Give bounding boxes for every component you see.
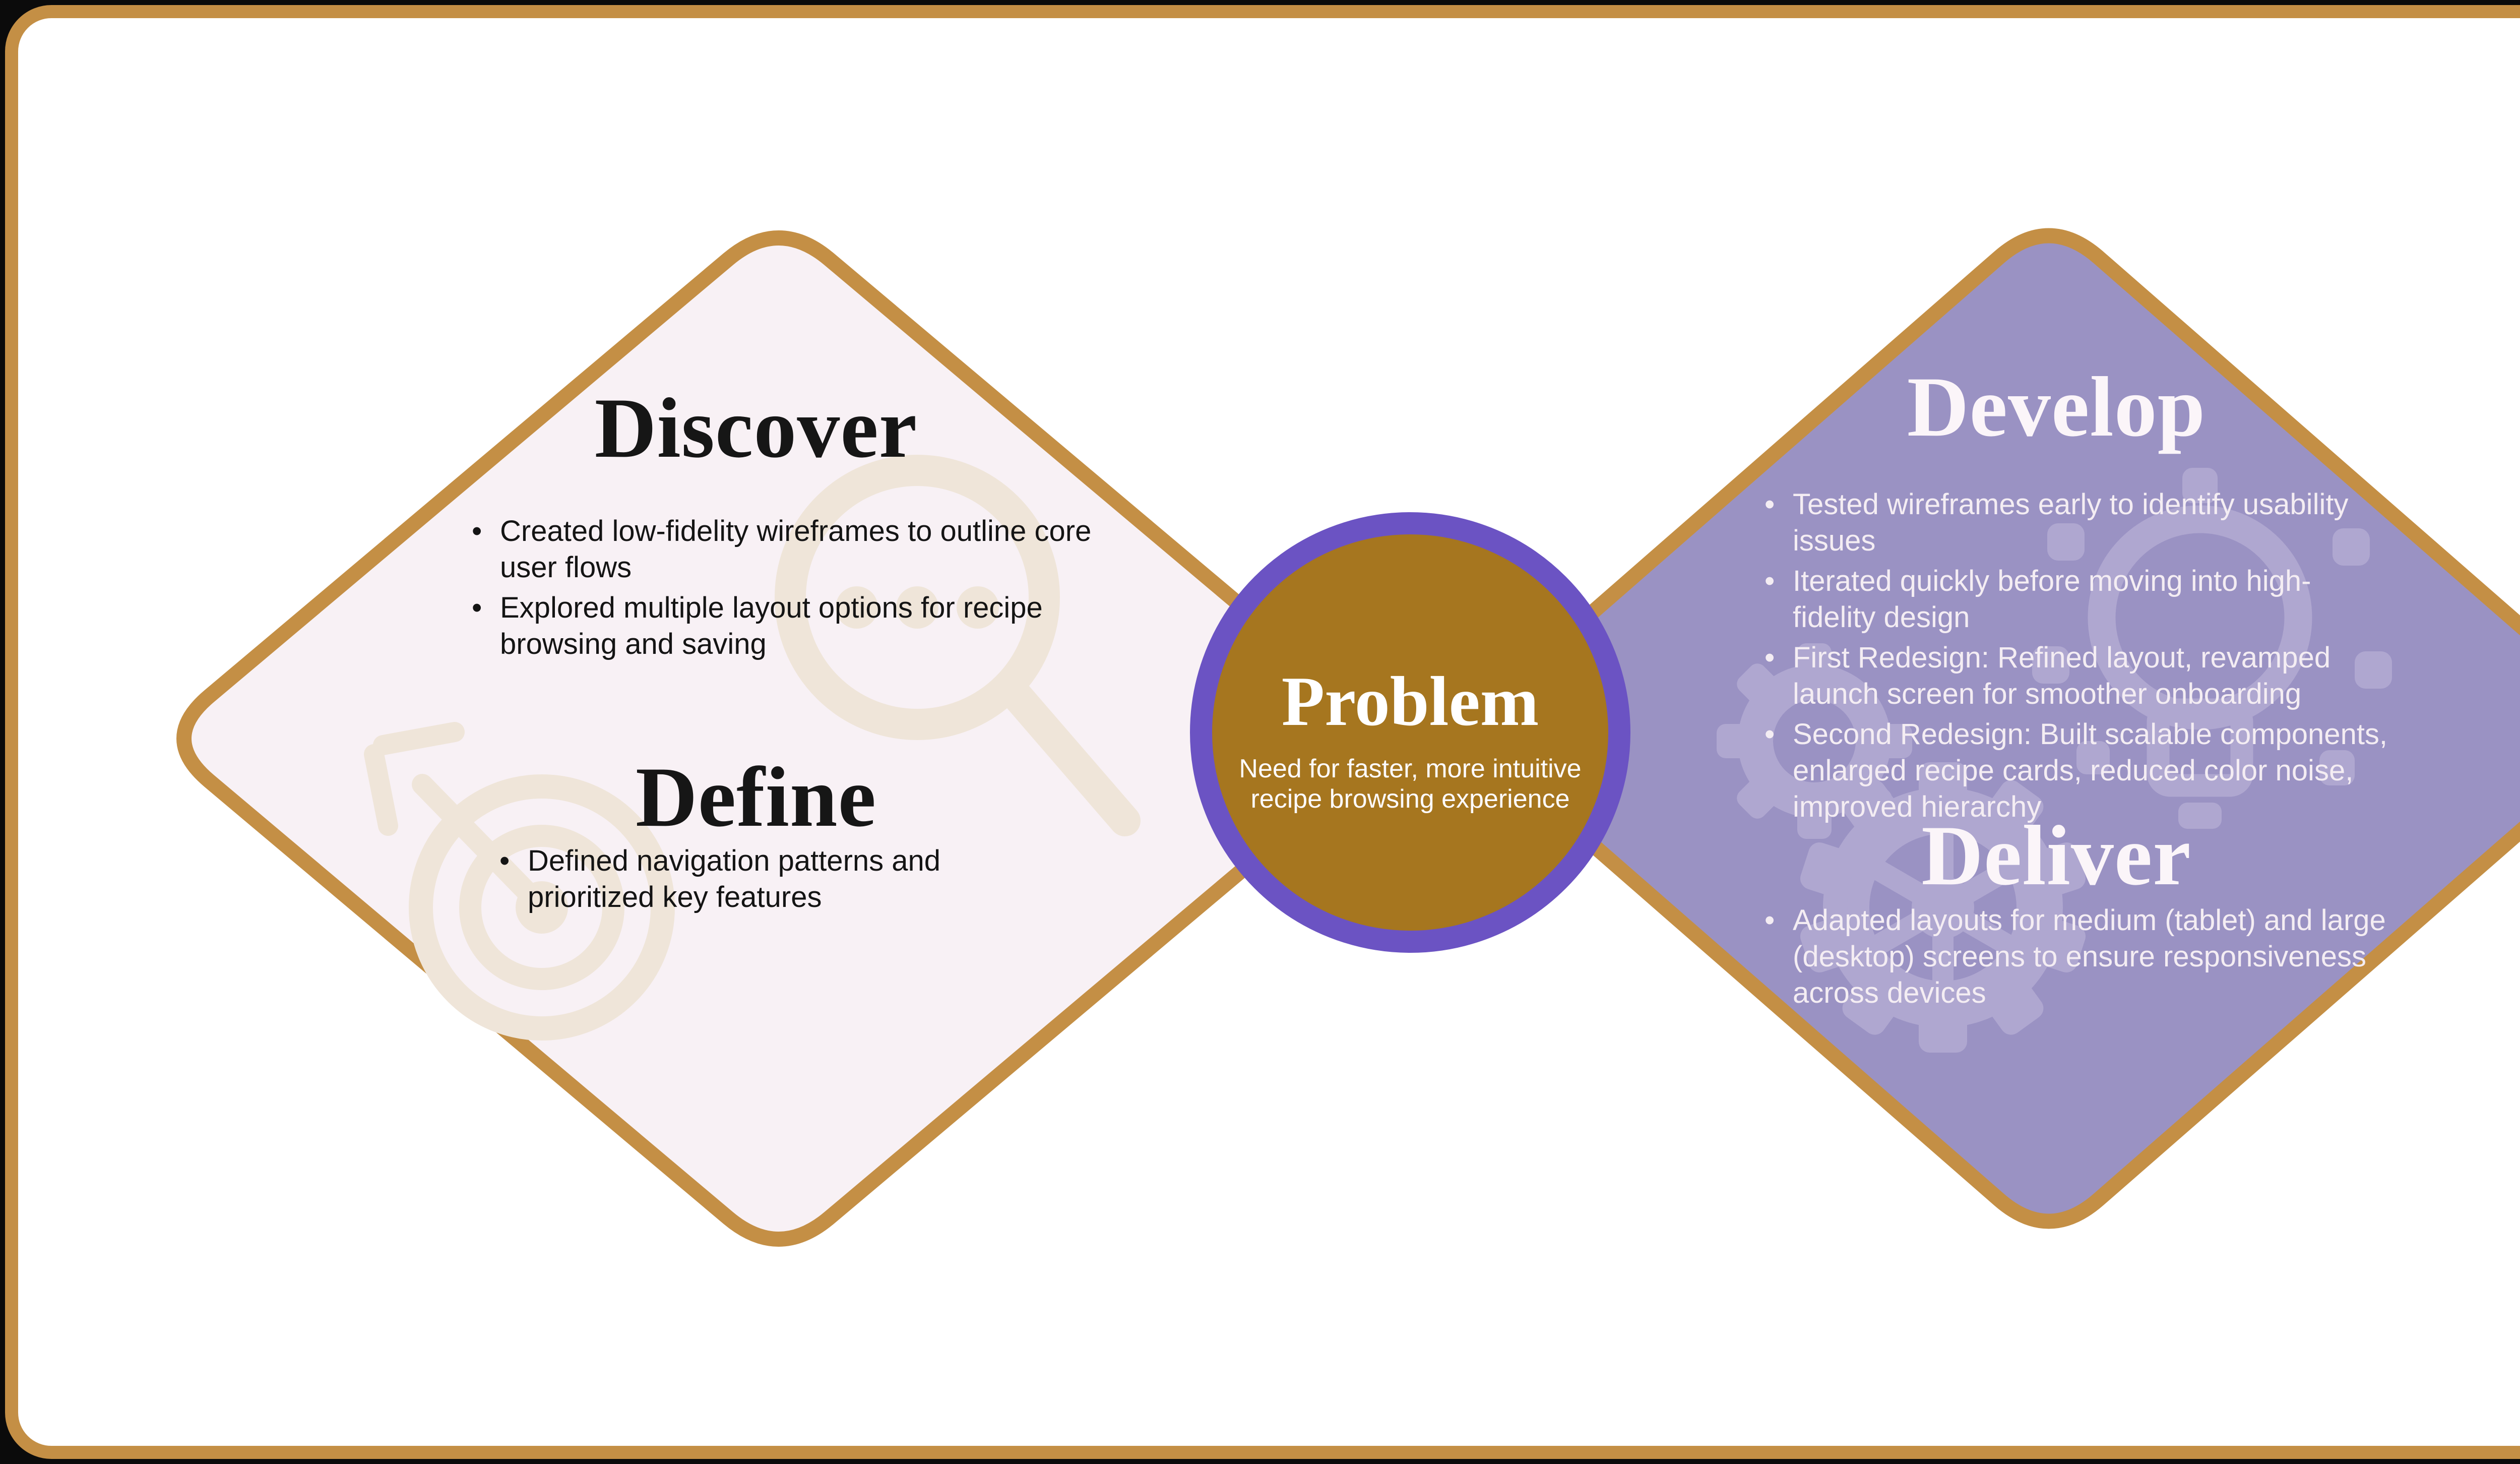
- text-line: Second Redesign: Built scalable componen…: [1793, 718, 2388, 751]
- deliver-bullet-list: Adapted layouts for medium (tablet) and …: [1761, 902, 2467, 1015]
- text-line: fidelity design: [1793, 601, 1970, 634]
- develop-bullet-list: Tested wireframes early to identify usab…: [1761, 486, 2442, 829]
- list-item: Adapted layouts for medium (tablet) and …: [1761, 902, 2467, 1011]
- define-title: Define: [635, 750, 877, 844]
- text-line: launch screen for smoother onboarding: [1793, 678, 2302, 710]
- text-line: browsing and saving: [500, 628, 767, 660]
- text-line: Defined navigation patterns and: [528, 844, 941, 877]
- text-line: (desktop) screens to ensure responsivene…: [1793, 940, 2367, 973]
- develop-title: Develop: [1907, 359, 2206, 454]
- text-line: Tested wireframes early to identify usab…: [1793, 488, 2349, 521]
- discover-title: Discover: [594, 381, 918, 475]
- problem-circle: [1190, 512, 1630, 953]
- define-bullet-list: Defined navigation patterns and prioritiz…: [496, 843, 1126, 920]
- text-line: across devices: [1793, 977, 1986, 1009]
- text-line: improved hierarchy: [1793, 790, 2042, 823]
- text-line: Iterated quickly before moving into high…: [1793, 565, 2311, 597]
- text-line: user flows: [500, 551, 632, 584]
- text-line: Adapted layouts for medium (tablet) and …: [1793, 904, 2386, 937]
- text-line: Need for faster, more intuitive: [1239, 754, 1582, 783]
- list-item: Created low-fidelity wireframes to outli…: [469, 513, 1124, 586]
- deliver-title: Deliver: [1921, 808, 2191, 903]
- list-item: Second Redesign: Built scalable componen…: [1761, 716, 2442, 825]
- text-line: enlarged recipe cards, reduced color noi…: [1793, 754, 2354, 787]
- list-item: First Redesign: Refined layout, revamped…: [1761, 640, 2442, 712]
- text-line: recipe browsing experience: [1250, 784, 1570, 814]
- text-line: First Redesign: Refined layout, revamped: [1793, 641, 2331, 674]
- text-line: issues: [1793, 524, 1876, 557]
- list-item: Explored multiple layout options for rec…: [469, 590, 1124, 662]
- list-item: Tested wireframes early to identify usab…: [1761, 486, 2442, 559]
- list-item: Iterated quickly before moving into high…: [1761, 563, 2442, 636]
- discover-bullet-list: Created low-fidelity wireframes to outli…: [469, 513, 1124, 666]
- text-line: prioritized key features: [528, 881, 822, 913]
- problem-title: Problem: [1281, 662, 1539, 741]
- text-line: Created low-fidelity wireframes to outli…: [500, 515, 1092, 547]
- list-item: Defined navigation patterns and prioritiz…: [496, 843, 1126, 916]
- text-line: Explored multiple layout options for rec…: [500, 591, 1043, 624]
